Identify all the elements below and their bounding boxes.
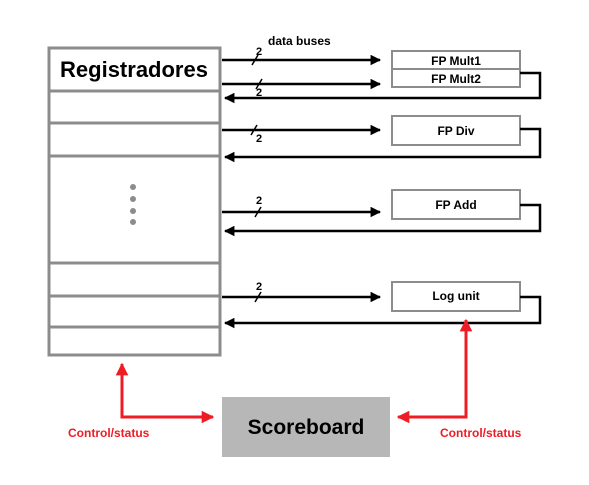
bus-width-labels: 2 2 2 2 2 xyxy=(256,46,262,293)
unit-label: FP Mult2 xyxy=(431,72,481,86)
ellipsis-dots xyxy=(130,184,136,225)
unit-fp-mult2: FP Mult2 xyxy=(391,68,521,88)
bus-width-label: 2 xyxy=(256,46,262,58)
control-status-right: Control/status xyxy=(440,426,522,440)
bus-width-label: 2 xyxy=(256,87,262,99)
bus-width-label: 2 xyxy=(256,195,262,207)
bus-width-slashes xyxy=(250,54,263,303)
unit-label: FP Div xyxy=(437,124,474,138)
scoreboard-label: Scoreboard xyxy=(248,416,365,439)
unit-label: FP Mult1 xyxy=(431,54,481,68)
unit-fp-mult1: FP Mult1 xyxy=(391,50,521,70)
unit-fp-div: FP Div xyxy=(391,115,521,146)
data-buses-out xyxy=(222,54,382,303)
control-status-links xyxy=(115,318,473,424)
bus-label: data buses xyxy=(268,34,331,48)
control-status-left: Control/status xyxy=(68,426,150,440)
scoreboard: Scoreboard xyxy=(222,397,390,457)
register-file-title: Registradores xyxy=(60,57,208,82)
unit-label: Log unit xyxy=(432,289,479,303)
register-file: Registradores xyxy=(47,46,222,357)
unit-label: FP Add xyxy=(435,198,476,212)
data-buses-return xyxy=(223,71,542,329)
bus-width-label: 2 xyxy=(256,133,262,145)
bus-width-label: 2 xyxy=(256,281,262,293)
unit-log: Log unit xyxy=(391,281,521,312)
unit-fp-add: FP Add xyxy=(391,189,521,220)
